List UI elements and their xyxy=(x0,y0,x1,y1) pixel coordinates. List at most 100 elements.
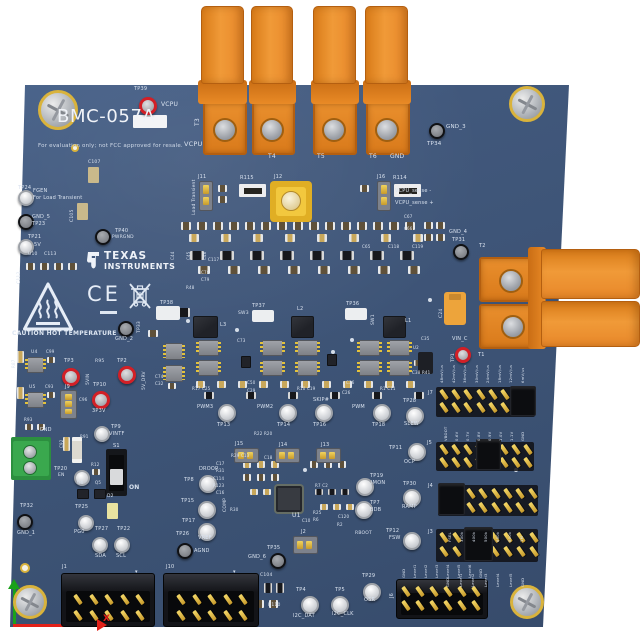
caution-hot-temperature-text: CAUTION HOT TEMPERATURE xyxy=(12,330,117,337)
silkscreen-label: SDA xyxy=(95,553,106,559)
connector-pad xyxy=(246,451,253,460)
silkscreen-label: J3 xyxy=(428,529,434,535)
passive-component xyxy=(196,381,205,388)
silkscreen-label: VREF xyxy=(198,535,212,541)
ti-logo: TEXAS INSTRUMENTS xyxy=(86,250,176,271)
passive-component xyxy=(26,263,35,270)
passive-component xyxy=(264,583,272,593)
passive-component xyxy=(349,234,359,242)
silkscreen-label: C79 xyxy=(201,277,210,282)
corner-screw xyxy=(509,86,545,122)
passive-component xyxy=(47,357,55,363)
passive-component xyxy=(257,474,265,481)
silkscreen-label: R93 xyxy=(24,417,33,422)
silkscreen-label: Level3 xyxy=(482,573,488,587)
passive-component xyxy=(168,383,176,389)
silkscreen-label: TP22 xyxy=(117,526,131,532)
silkscreen-label: J14 xyxy=(279,442,288,448)
terminal-bend-T3 xyxy=(198,80,247,104)
silkscreen-label: R30 xyxy=(230,507,239,512)
blank-label xyxy=(133,115,167,128)
silkscreen-label: I2C_DAT xyxy=(293,613,315,619)
connector-pad xyxy=(328,451,335,460)
silkscreen-label: C67 xyxy=(404,214,413,219)
test-point xyxy=(114,537,130,553)
silkscreen-label: U5 xyxy=(29,385,36,390)
silkscreen-label: TP19 xyxy=(370,473,384,479)
passive-component xyxy=(213,222,223,230)
ic-chip xyxy=(387,340,412,356)
silkscreen-label: R48 xyxy=(186,285,195,290)
test-point xyxy=(198,523,216,541)
silkscreen-label: C104 xyxy=(260,573,273,578)
ce-underline xyxy=(100,311,117,314)
silkscreen-label: GND_5 xyxy=(32,214,51,220)
silkscreen-label: TP7 xyxy=(370,500,380,506)
silkscreen-label: C65 xyxy=(362,244,371,249)
passive-component xyxy=(413,234,423,242)
silkscreen-label: GND xyxy=(478,568,483,578)
passive-component xyxy=(263,489,271,495)
passive-component xyxy=(257,461,265,468)
switch-s1-actuator xyxy=(110,469,123,485)
passive-component xyxy=(364,381,373,388)
passive-component xyxy=(343,381,352,388)
silkscreen-label: C50 xyxy=(247,380,256,385)
test-point xyxy=(301,596,319,614)
silkscreen-label: R1 C11 xyxy=(380,386,396,391)
connector-J15 xyxy=(234,448,259,463)
silkscreen-label: R6 xyxy=(313,517,319,522)
silkscreen-label: R115 xyxy=(240,175,254,181)
passive-component xyxy=(325,222,335,230)
silkscreen-label: SCL xyxy=(116,553,127,559)
silkscreen-label: 0.7V xyxy=(465,431,470,441)
passive-component xyxy=(338,461,346,468)
silkscreen-label: BDB xyxy=(370,507,382,513)
test-point xyxy=(279,404,297,422)
silkscreen-label: C96 xyxy=(79,397,88,402)
silkscreen-label: C105 xyxy=(70,209,75,222)
passive-component xyxy=(309,222,319,230)
silkscreen-label: T1 xyxy=(478,352,485,358)
test-point-red xyxy=(92,391,110,409)
silkscreen-label: C74 xyxy=(155,374,164,379)
passive-component xyxy=(17,387,24,399)
silkscreen-label: J2 xyxy=(301,529,307,535)
silkscreen-label: 48mV/us xyxy=(439,364,444,383)
ic-chip xyxy=(387,360,412,376)
silkscreen-label: 0.9V xyxy=(487,431,492,441)
passive-component xyxy=(54,263,63,270)
silkscreen-label: C44 xyxy=(170,251,175,260)
silkscreen-label: 36mV/us xyxy=(462,364,467,383)
comp-tp38 xyxy=(156,306,180,320)
comp-tp36 xyxy=(345,308,367,320)
silkscreen-label: TP21 xyxy=(28,234,42,240)
silkscreen-label: U2 xyxy=(413,345,419,350)
passive-component xyxy=(330,392,340,399)
passive-component xyxy=(357,222,367,230)
silkscreen-label: Level4 xyxy=(445,564,450,578)
connector-pad xyxy=(64,401,73,407)
passive-component xyxy=(189,234,199,242)
silkscreen-label: GND_6 xyxy=(248,554,267,560)
silkscreen-label: J10 xyxy=(166,564,175,570)
silkscreen-label: 5V_DRV xyxy=(142,371,147,390)
silkscreen-label: Level5 xyxy=(456,564,461,578)
passive-component xyxy=(414,360,421,366)
silkscreen-label: TP33 xyxy=(137,321,142,333)
res-r115-core xyxy=(244,188,262,194)
silkscreen-label: GND xyxy=(520,577,525,587)
silkscreen-label: C113 xyxy=(44,252,57,257)
silkscreen-label: 0.6V xyxy=(454,431,459,441)
silkscreen-label: TP37 xyxy=(252,303,266,309)
passive-component xyxy=(317,234,327,242)
silkscreen-label: C99 xyxy=(46,349,55,354)
passive-component xyxy=(285,234,295,242)
silkscreen-label: TP34 xyxy=(427,141,442,147)
silkscreen-label: TP27 xyxy=(95,526,109,532)
passive-component xyxy=(310,461,318,468)
passive-component xyxy=(310,251,324,260)
fiducial-dot xyxy=(20,563,30,573)
test-point-ground xyxy=(177,543,193,559)
silkscreen-label: U4 xyxy=(31,350,38,355)
